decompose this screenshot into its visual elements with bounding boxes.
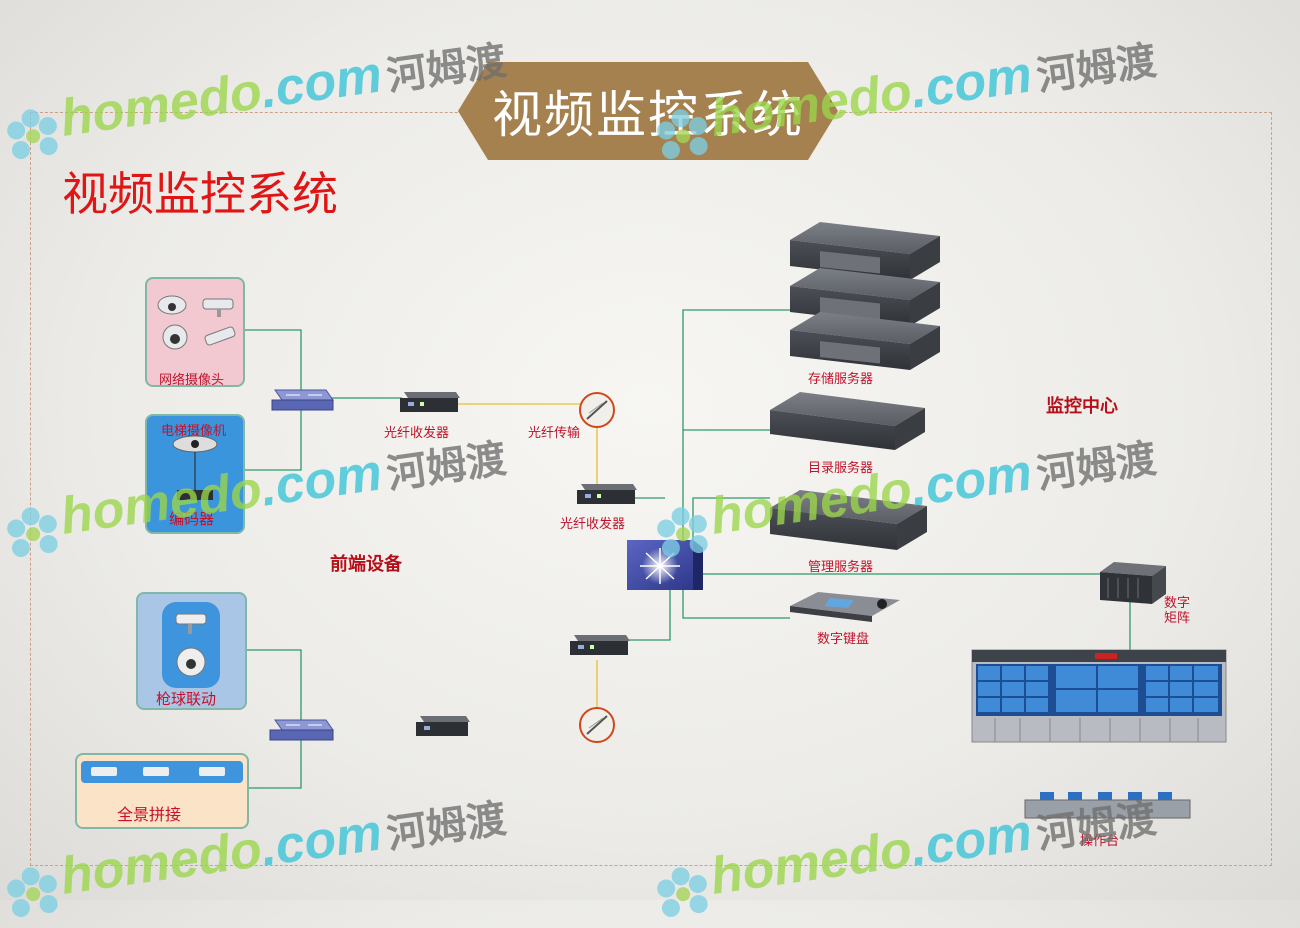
fiber-coupler-icon-1 bbox=[579, 392, 615, 428]
link-pano-switch2 bbox=[245, 728, 302, 789]
network-diagram bbox=[243, 222, 1227, 819]
directory-server-icon bbox=[770, 392, 925, 450]
main-title: 视频监控系统 bbox=[62, 167, 338, 221]
camera-icon bbox=[157, 295, 236, 350]
access-switch-2 bbox=[269, 719, 334, 741]
console-icon bbox=[1024, 792, 1191, 819]
management-server-label: 管理服务器 bbox=[808, 560, 874, 575]
access-switch-1 bbox=[271, 389, 334, 411]
video-wall-icon bbox=[971, 649, 1227, 743]
link-gun-switch2 bbox=[243, 649, 302, 728]
fiber-transceiver-icon-4 bbox=[416, 716, 470, 736]
storage-server-icon bbox=[790, 222, 940, 370]
fiber-transceiver-icon-3 bbox=[570, 635, 630, 655]
link-camera-switch bbox=[243, 329, 302, 398]
green-links bbox=[243, 309, 1131, 789]
panorama-camera-icon bbox=[81, 761, 243, 783]
fiber-transceiver-icon-2 bbox=[577, 484, 637, 504]
core-switch-icon bbox=[627, 540, 703, 590]
elevator-camera-icon bbox=[172, 435, 218, 500]
panorama-panel: 全景拼接 bbox=[75, 753, 249, 829]
elevator-camera-label: 电梯摄像机 bbox=[161, 424, 227, 439]
gun-ball-camera-icon bbox=[162, 602, 220, 688]
fiber-links bbox=[458, 403, 598, 712]
network-camera-panel: 网络摄像头 bbox=[145, 277, 245, 388]
digital-keyboard-icon bbox=[790, 592, 900, 622]
link-core-transceiver3 bbox=[620, 580, 671, 641]
fiber-transceiver-label-1: 光纤收发器 bbox=[384, 426, 450, 441]
link-core-keyboard bbox=[682, 590, 790, 619]
digital-matrix-label-1: 数字 bbox=[1164, 596, 1191, 611]
front-end-section-title: 前端设备 bbox=[330, 554, 402, 575]
storage-server-label: 存储服务器 bbox=[808, 372, 874, 387]
link-core-storage bbox=[682, 309, 790, 540]
fiber-transceiver-icon-1 bbox=[400, 392, 460, 412]
banner-title: 视频监控系统 bbox=[492, 86, 804, 144]
directory-server-label: 目录服务器 bbox=[808, 461, 874, 476]
link-core-management bbox=[692, 497, 770, 540]
fiber-link-label: 光纤传输 bbox=[528, 426, 581, 441]
encoder-label: 编码器 bbox=[169, 510, 215, 528]
digital-keyboard-label: 数字键盘 bbox=[817, 632, 870, 647]
title-banner-shape bbox=[458, 62, 838, 160]
network-camera-label: 网络摄像头 bbox=[159, 373, 225, 388]
link-encoder-switch bbox=[243, 398, 302, 471]
management-server-icon bbox=[770, 490, 927, 550]
fiber-transceiver-label-2: 光纤收发器 bbox=[560, 517, 626, 532]
fiber-coupler-icon-2 bbox=[579, 707, 615, 743]
panorama-label: 全景拼接 bbox=[117, 805, 182, 824]
digital-matrix-label-2: 矩阵 bbox=[1164, 611, 1191, 626]
elevator-encoder-panel: 电梯摄像机 编码器 bbox=[145, 414, 245, 534]
monitor-center-section-title: 监控中心 bbox=[1046, 396, 1118, 417]
console-label: 操作台 bbox=[1080, 834, 1120, 849]
gun-ball-panel: 枪球联动 bbox=[136, 592, 247, 710]
gun-ball-label: 枪球联动 bbox=[156, 690, 217, 708]
digital-matrix-icon bbox=[1100, 562, 1166, 604]
